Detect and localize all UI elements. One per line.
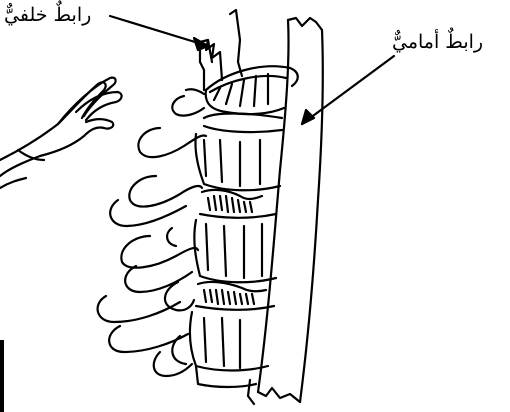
- vertebral-bodies: [190, 66, 298, 387]
- edge-bar: [0, 340, 4, 412]
- posterior-ligament-strip: [200, 10, 242, 90]
- anterior-leader-arrow: [302, 56, 394, 124]
- posterior-ligament-label: رابطٌ خلفيٌّ: [4, 6, 91, 25]
- hand-drawing: [0, 78, 122, 188]
- anterior-ligament-label: رابطٌ أماميٌّ: [392, 33, 483, 52]
- posterior-leader-arrow: [110, 16, 208, 50]
